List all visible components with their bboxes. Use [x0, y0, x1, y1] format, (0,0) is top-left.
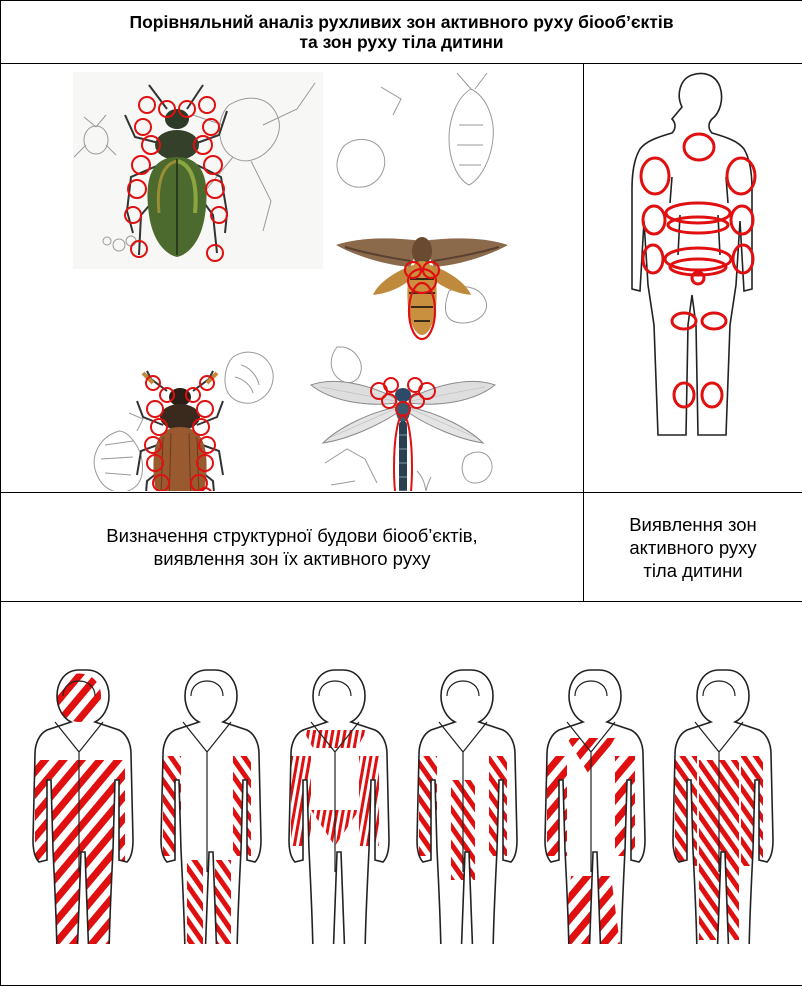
suit-variants-figure	[1, 644, 801, 944]
bio-objects-image-cell	[1, 64, 584, 493]
child-body-caption: Виявлення зон активного руху тіла дитини	[584, 513, 802, 582]
suit-outline	[161, 670, 261, 944]
suit-variant-4	[417, 670, 517, 944]
highlighted-zone	[163, 756, 181, 856]
child-body-zones-figure	[584, 65, 801, 491]
suit-variant-2	[161, 670, 261, 944]
child-body-zone-highlights	[641, 134, 755, 407]
highlighted-zone	[187, 860, 203, 944]
suit-variant-3	[289, 670, 389, 944]
suit-variants-cell	[1, 602, 802, 986]
hawk-moth-illustration	[336, 73, 508, 339]
bio-objects-caption-cell: Визначення структурної будови біооб’єкті…	[1, 493, 584, 602]
suit-seams	[567, 681, 615, 872]
cockchafer-beetle-illustration	[94, 352, 273, 491]
suit-variants-group	[33, 670, 773, 944]
title-cell: Порівняльний аналіз рухливих зон активно…	[1, 1, 802, 64]
suit-variant-5	[545, 670, 645, 944]
child-body-caption-cell: Виявлення зон активного руху тіла дитини	[584, 493, 802, 602]
suit-seams	[439, 681, 487, 872]
child-body-image-cell	[584, 64, 802, 493]
suit-outline	[289, 670, 389, 944]
bio-objects-caption: Визначення структурної будови біооб’єкті…	[1, 524, 583, 570]
highlighted-zone	[303, 730, 367, 748]
suit-outline	[545, 670, 645, 944]
suit-seams	[311, 681, 359, 872]
suit-variant-6	[673, 670, 773, 944]
highlighted-zone	[35, 760, 125, 944]
ground-beetle-illustration	[73, 72, 323, 269]
suit-seams	[183, 681, 231, 872]
table-title: Порівняльний аналіз рухливих зон активно…	[1, 10, 802, 54]
highlighted-zone	[215, 860, 231, 944]
highlighted-zone	[419, 756, 437, 856]
dragonfly-illustration	[311, 347, 495, 491]
bio-objects-illustrations	[1, 65, 582, 491]
suit-variant-1	[33, 670, 133, 944]
